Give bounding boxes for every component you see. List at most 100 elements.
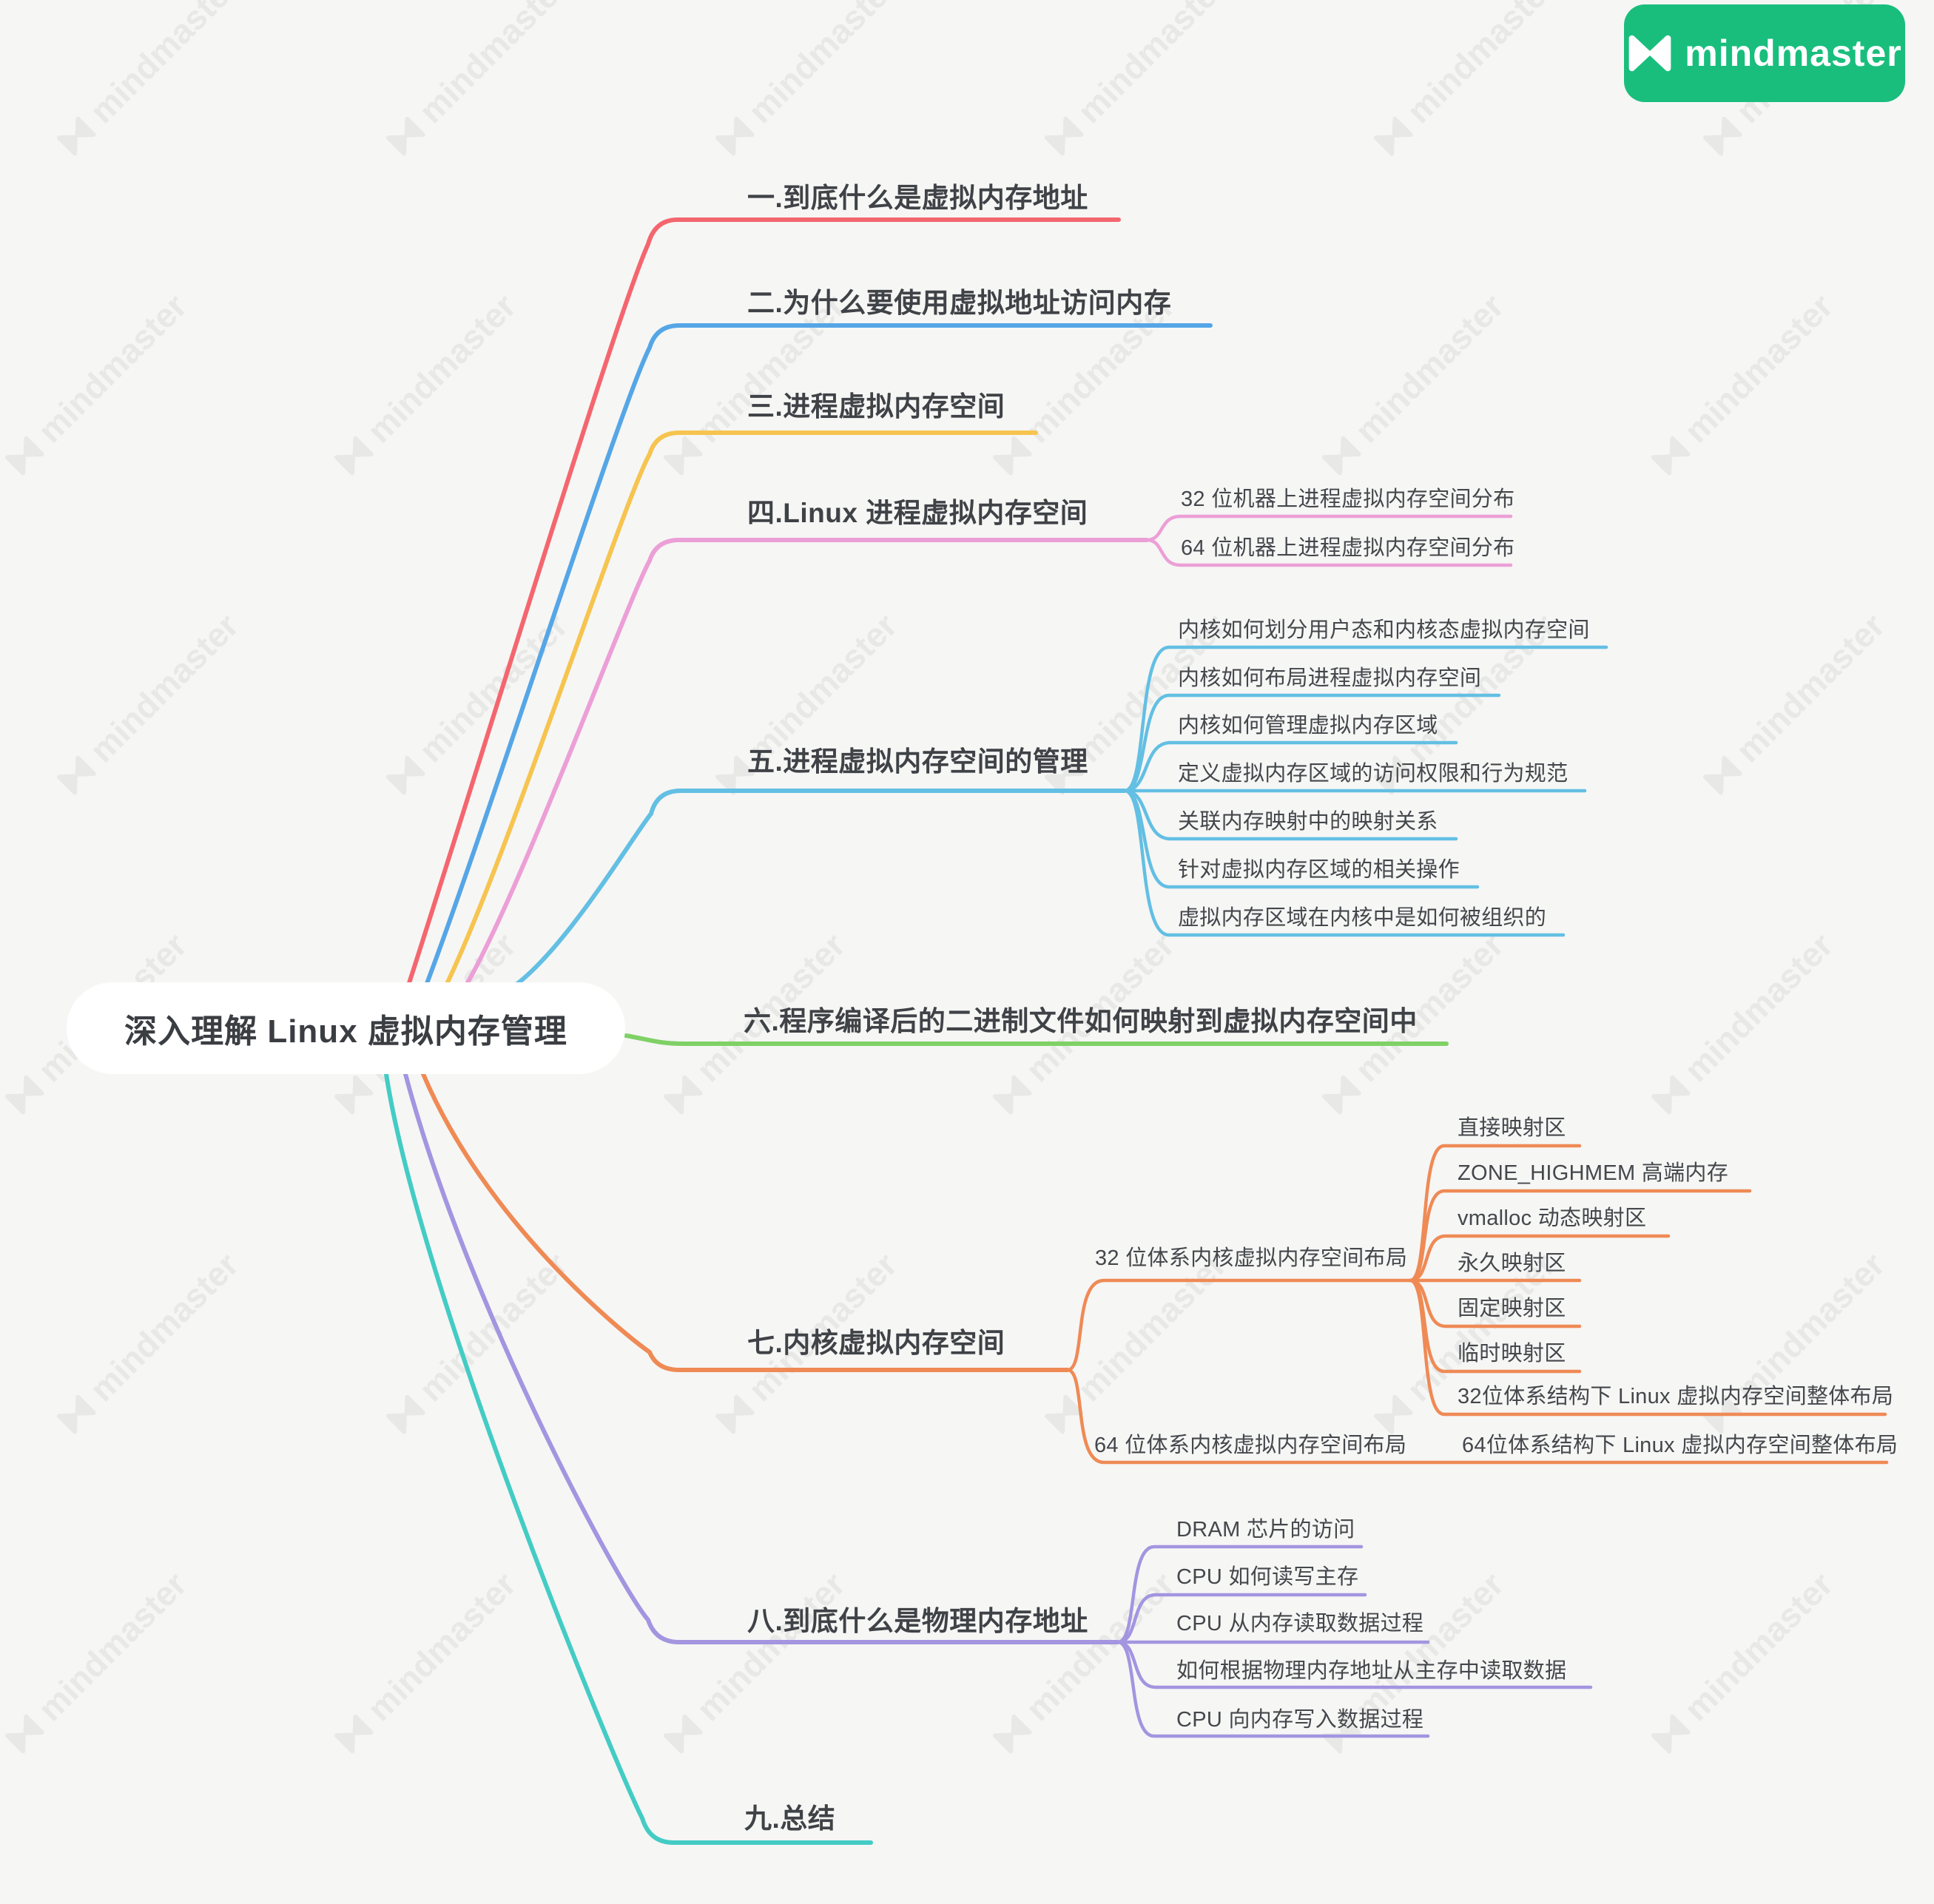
connector-branch-8-child-1 [1116,1545,1364,1644]
branch-8-child-5[interactable]: CPU 向内存写入数据过程 [1176,1708,1424,1732]
watermark: mindmaster [657,1564,853,1760]
branch-8-child-3[interactable]: CPU 从内存读取数据过程 [1176,1612,1424,1635]
mindmaster-logo-icon [1321,436,1361,476]
watermark: mindmaster [1645,1564,1841,1760]
branch-7-sub-64[interactable]: 64 位体系内核虚拟内存空间布局 [1094,1434,1407,1457]
branch-9-label[interactable]: 九.总结 [744,1803,836,1834]
branch-5-child-5[interactable]: 关联内存映射中的映射关系 [1178,810,1438,834]
watermark: mindmaster [1697,0,1893,162]
watermark: mindmaster [657,286,853,482]
connector-branch-8-child-2 [1116,1593,1367,1644]
branch-5-child-1[interactable]: 内核如何划分用户态和内核态虚拟内存空间 [1178,618,1590,642]
mindmaster-logo-icon [663,1714,703,1754]
watermark: mindmaster [50,1245,246,1441]
branch-2-label[interactable]: 二.为什么要使用虚拟地址访问内存 [747,288,1172,318]
branch-5-child-3[interactable]: 内核如何管理虚拟内存区域 [1178,714,1438,737]
connector-branch-4-child-1 [1145,514,1513,542]
root-label: 深入理解 Linux 虚拟内存管理 [124,1013,567,1050]
watermark: mindmaster [986,1564,1182,1760]
branch-7-grandchild-1[interactable]: 直接映射区 [1458,1116,1566,1140]
mindmaster-logo-icon [334,436,374,476]
watermark: mindmaster [380,606,576,802]
mindmaster-logo-icon [56,1394,96,1434]
branch-7-grandchild-7[interactable]: 32位体系结构下 Linux 虚拟内存空间整体布局 [1458,1385,1894,1408]
watermark: mindmaster [1697,606,1893,802]
mindmaster-logo-icon [385,755,425,795]
watermark: mindmaster [380,1245,576,1441]
mindmaster-logo-icon [4,1714,44,1754]
branch-6-label[interactable]: 六.程序编译后的二进制文件如何映射到虚拟内存空间中 [744,1006,1418,1036]
branch-8-child-4[interactable]: 如何根据物理内存地址从主存中读取数据 [1176,1659,1567,1683]
watermark: mindmaster [380,0,576,162]
branch-5-child-2[interactable]: 内核如何布局进程虚拟内存空间 [1178,666,1482,690]
connector-branch-8 [403,1072,1120,1644]
branch-5-label[interactable]: 五.进程虚拟内存空间的管理 [747,746,1088,777]
root-node[interactable]: 深入理解 Linux 虚拟内存管理 [67,982,625,1074]
watermark: mindmaster [1367,1245,1563,1441]
branch-4-child-1[interactable]: 32 位机器上进程虚拟内存空间分布 [1181,487,1515,511]
mindmaster-logo-icon [385,116,425,156]
branch-7-grandchild-64[interactable]: 64位体系结构下 Linux 虚拟内存空间整体布局 [1462,1434,1898,1457]
watermark: mindmaster [50,0,246,162]
branch-5-child-6[interactable]: 针对虚拟内存区域的相关操作 [1178,858,1460,882]
mindmaster-logo-icon [4,1075,44,1115]
mindmaster-logo-icon [56,755,96,795]
mindmaster-logo-icon [663,436,703,476]
connector-branch-7-sub-32 [1065,1278,1412,1372]
mindmaster-logo-icon [1702,755,1742,795]
mindmaster-logo-icon [1373,116,1413,156]
branch-4-child-2[interactable]: 64 位机器上进程虚拟内存空间分布 [1181,536,1515,560]
branch-5-child-4[interactable]: 定义虚拟内存区域的访问权限和行为规范 [1178,762,1569,786]
watermark: mindmaster [986,925,1182,1121]
branch-4-label[interactable]: 四.Linux 进程虚拟内存空间 [747,498,1088,528]
branch-7-grandchild-2[interactable]: ZONE_HIGHMEM 高端内存 [1458,1161,1728,1185]
watermark: mindmaster [1367,606,1563,802]
watermark: mindmaster [1367,0,1563,162]
branch-8-child-1[interactable]: DRAM 芯片的访问 [1176,1518,1355,1542]
branch-7-label[interactable]: 七.内核虚拟内存空间 [747,1328,1005,1358]
mindmaster-logo-icon [1044,1394,1084,1434]
mindmaster-logo-icon [992,1075,1032,1115]
branch-8-child-2[interactable]: CPU 如何读写主存 [1176,1565,1359,1589]
mindmaster-logo-icon [1373,755,1413,795]
watermark: mindmaster [1645,925,1841,1121]
connector-branch-2 [424,323,1213,988]
watermark: mindmaster [50,606,246,802]
connector-branch-1 [406,217,1121,988]
mindmaster-logo-icon [1651,1714,1691,1754]
connector-branch-7 [421,1072,1070,1372]
mindmaster-logo-icon [992,436,1032,476]
watermark: mindmaster [1645,286,1841,482]
mindmaster-logo-text: mindmaster [1685,33,1902,74]
branch-7-sub-32[interactable]: 32 位体系内核虚拟内存空间布局 [1095,1246,1408,1270]
connector-branch-9 [384,1072,873,1845]
branch-1-label[interactable]: 一.到底什么是虚拟内存地址 [747,183,1088,213]
watermark: mindmaster [328,286,524,482]
branch-5-child-7[interactable]: 虚拟内存区域在内核中是如何被组织的 [1178,906,1547,930]
connector-branch-3 [444,431,1038,988]
watermark: mindmaster [1315,925,1512,1121]
connector-branch-7-sub-64 [1065,1368,1889,1465]
watermark: mindmaster [0,286,195,482]
mindmaster-logo-icon [1628,35,1671,72]
mindmaster-logo-icon [992,1714,1032,1754]
watermark: mindmaster [0,925,195,1121]
watermark: mindmaster [986,286,1182,482]
branch-7-grandchild-5[interactable]: 固定映射区 [1458,1297,1566,1320]
mindmaster-logo-icon [1651,436,1691,476]
connector-branch-7-grandchild-7 [1408,1278,1887,1417]
connector-branch-4 [464,538,1149,988]
branch-8-label[interactable]: 八.到底什么是物理内存地址 [747,1606,1088,1636]
connector-branch-8-child-5 [1116,1640,1430,1738]
mindmaster-logo-icon [715,1394,755,1434]
branch-7-grandchild-4[interactable]: 永久映射区 [1458,1252,1566,1275]
branch-3-label[interactable]: 三.进程虚拟内存空间 [747,391,1005,422]
mindmaster-logo-icon [1044,116,1084,156]
branch-7-grandchild-6[interactable]: 临时映射区 [1458,1342,1566,1365]
branch-7-grandchild-3[interactable]: vmalloc 动态映射区 [1458,1206,1647,1230]
connector-branch-7-grandchild-3 [1408,1234,1671,1283]
mindmaster-logo-icon [715,116,755,156]
mindmaster-logo-icon [1373,1394,1413,1434]
